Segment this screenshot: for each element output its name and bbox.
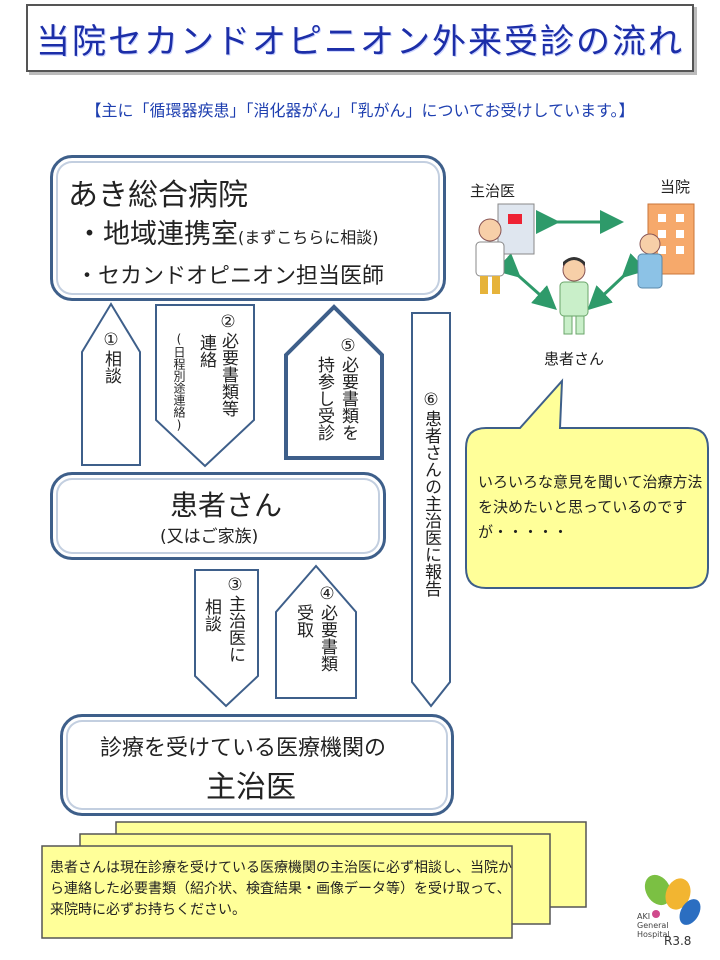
arrow-3-label: ③主治医に	[225, 575, 245, 663]
patient-callout-text: いろいろな意見を聞いて治療方法を決めたいと思っているのですが・・・・・	[478, 473, 703, 541]
arrow-4-label: ④必要書類	[317, 584, 337, 672]
second-opinion-doctor-item: ・セカンドオピニオン担当医師	[76, 264, 385, 289]
attending-doctor-label: 主治医	[206, 770, 296, 805]
hospital-name: あき総合病院	[68, 178, 248, 213]
arrow-5-label: ⑤必要書類を	[338, 336, 358, 441]
attending-institution-label: 診療を受けている医療機関の	[100, 736, 387, 761]
hospital-logo-text: AKI General Hospital	[637, 912, 670, 939]
patient-illustration	[559, 257, 589, 335]
aki-logo-mark	[644, 874, 701, 925]
arrow-3-down	[194, 569, 259, 708]
patient-box	[50, 472, 386, 560]
subtitle: 【主に「循環器疾患」「消化器がん」「乳がん」についてお受けしています。】	[85, 101, 635, 120]
attending-doctor-box	[60, 714, 454, 816]
instruction-note: 患者さんは現在診療を受けている医療機関の主治医に必ず相談し、当院から連絡した必要…	[50, 860, 512, 918]
title-banner: 当院セカンドオピニオン外来受診の流れ	[26, 4, 694, 72]
diagram-doctor-label: 主治医	[470, 182, 516, 200]
callout-bubble	[465, 378, 709, 589]
arrow-2-note: (日程別途連絡)	[172, 332, 186, 432]
note-paper-front	[41, 845, 513, 939]
arrow-5-label-b: 持参し受診	[314, 356, 334, 441]
patient-label: 患者さん	[170, 489, 283, 522]
regional-liaison-item: ・地域連携室(まずこちらに相談)	[76, 212, 379, 251]
aki-hospital-box	[50, 155, 446, 301]
arrow-hospital-patient	[587, 253, 647, 311]
arrow-6-label: ⑥患者さんの主治医に報告	[421, 390, 441, 597]
arrow-6-down	[411, 312, 451, 708]
patient-family-label: (又はご家族)	[160, 527, 259, 547]
arrow-5-up	[284, 304, 384, 460]
arrow-1-up	[81, 302, 141, 466]
arrow-4-label-b: 受取	[293, 604, 313, 638]
arrow-3-label-b: 相談	[201, 598, 221, 632]
page-title: 当院セカンドオピニオン外来受診の流れ	[36, 21, 684, 62]
arrow-4-up	[275, 564, 357, 699]
arrow-2-label: ②必要書類等	[218, 312, 238, 417]
diagram-patient-label: 患者さん	[544, 350, 605, 368]
version-label: R3.8	[664, 934, 692, 948]
arrow-2-down	[155, 304, 255, 468]
regional-liaison-label: ・地域連携室	[76, 219, 238, 250]
doctor-illustration	[475, 203, 535, 294]
arrow-doctor-patient	[495, 253, 557, 310]
arrow-1-label: ①相談	[101, 330, 121, 384]
diagram-hospital-label: 当院	[660, 178, 691, 196]
regional-liaison-note: (まずこちらに相談)	[238, 228, 379, 247]
hospital-illustration	[637, 203, 695, 289]
arrow-2-label-b: 連絡	[196, 334, 216, 368]
